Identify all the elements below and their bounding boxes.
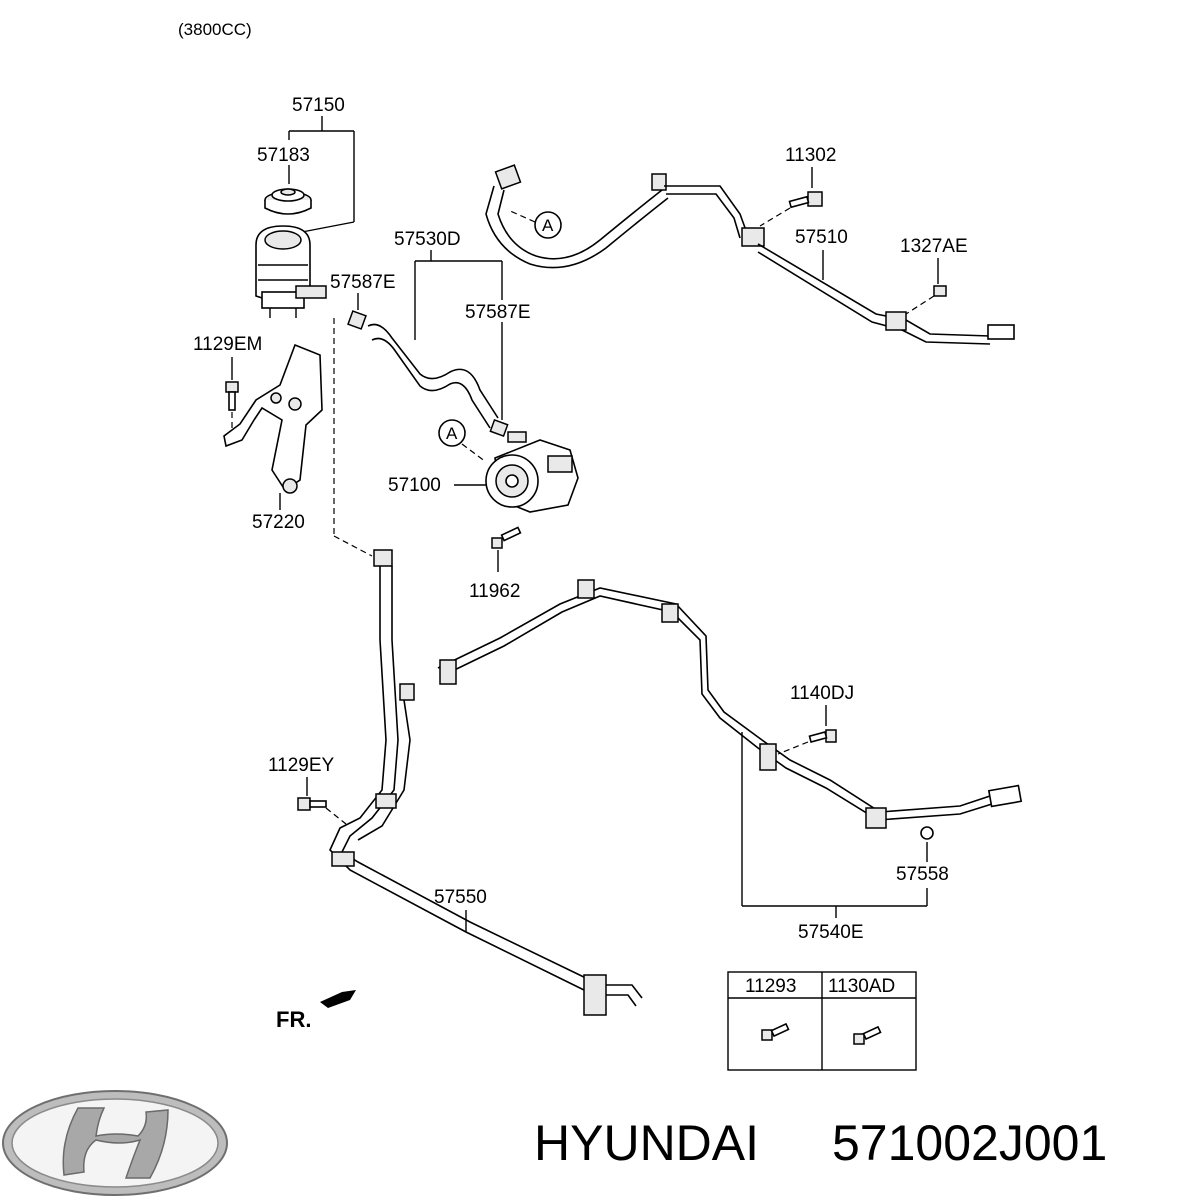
suction-hose [347,310,509,437]
return-dash [507,209,536,223]
label-57540E: 57540E [798,922,864,943]
label-1129EY: 1129EY [268,755,335,776]
suction-hose-leaders [357,250,503,420]
label-1129EM: 1129EM [193,334,262,355]
label-57587E-upper: 57587E [330,272,396,293]
label-57530D: 57530D [394,229,461,250]
bolt-icon-1130AD [853,1025,882,1045]
label-11302: 11302 [785,145,836,166]
return-nut [933,285,947,297]
front-direction-marker: FR. [276,990,356,1032]
label-57550: 57550 [434,887,487,908]
connector-a-lower: A [438,419,466,447]
pressure-bolt-dash [777,741,809,755]
fastener-col-1130AD: 1130AD [828,976,895,997]
front-arrow-icon [320,990,356,1008]
reservoir-bracket [223,343,323,494]
bracket-bolt [225,381,239,411]
brand-name: HYUNDAI [534,1115,759,1171]
reservoir-body [255,225,327,318]
return-bolt-dash [759,207,791,227]
label-57587E-lower: 57587E [465,302,531,323]
return-bolt [788,191,823,209]
hose-bolt-dash [325,807,347,825]
power-steering-pump [485,431,579,513]
reservoir-cap [264,188,312,215]
bolt-icon-11293 [761,1022,790,1041]
label-57558: 57558 [896,864,949,885]
connector-a-upper: A [534,211,562,239]
fastener-table: 11293 1130AD [727,971,917,1071]
pump-dash [461,443,487,463]
pressure-bolt [808,729,837,743]
label-11962: 11962 [469,581,520,602]
reservoir-leader-lines [288,116,355,233]
pressure-tube-group-leader [741,732,927,918]
part-number: 571002J001 [832,1115,1107,1171]
cooler-tube [329,549,643,1016]
label-57150: 57150 [292,95,345,116]
o-ring [920,826,934,840]
pump-bolt [491,526,522,549]
return-nut-dash [905,295,935,315]
engine-variant-label: (3800CC) [178,20,252,39]
svg-text:FR.: FR. [276,1007,311,1032]
label-57220: 57220 [252,512,305,533]
hose-bolt [297,797,327,811]
return-tube [741,227,1015,345]
return-hose [485,164,749,269]
label-57183: 57183 [257,145,310,166]
svg-text:A: A [446,424,458,443]
fastener-col-11293: 11293 [745,976,796,997]
routing-guide-line-2 [333,535,373,557]
label-1140DJ: 1140DJ [790,683,854,704]
svg-text:A: A [542,216,554,235]
label-57510: 57510 [795,227,848,248]
pressure-tube [437,579,1023,829]
label-1327AE: 1327AE [900,236,968,257]
label-57100: 57100 [388,475,441,496]
hyundai-logo [2,1090,228,1196]
